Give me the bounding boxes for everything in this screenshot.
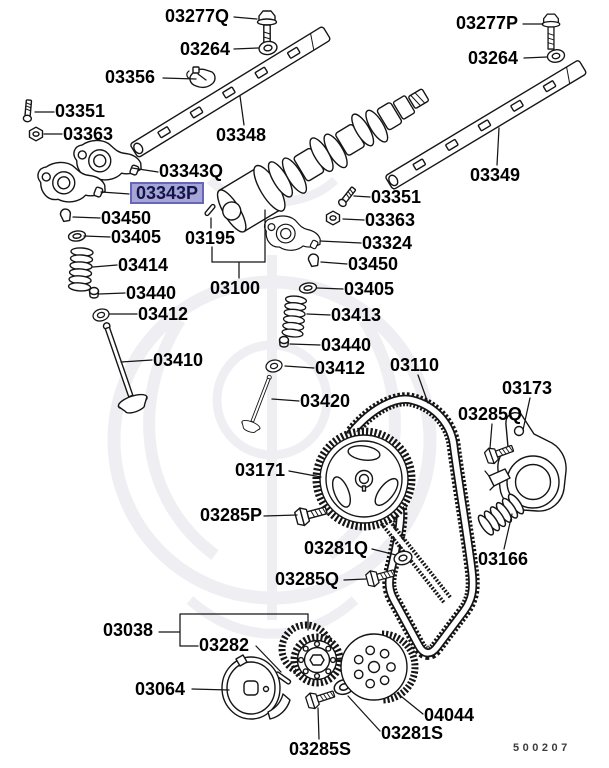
part-label-03440-left[interactable]: 03440 [126,283,177,303]
part-label-03195-center[interactable]: 03195 [185,228,236,248]
nut-03363-left [28,126,44,142]
part-label-03413-right[interactable]: 03413 [331,305,382,325]
part-label-03038-bottom-left[interactable]: 03038 [103,620,154,640]
part-label-03285s-bottom[interactable]: 03285S [289,739,352,759]
part-label-03264-right[interactable]: 03264 [468,48,519,68]
part-label-03100-center[interactable]: 03100 [210,278,261,298]
stud-03351-right [336,185,358,209]
bolt-03285s [304,685,337,711]
watermark-crest [107,176,437,639]
keeper-03450-right [306,252,321,268]
part-label-03349-right[interactable]: 03349 [470,165,521,185]
part-label-03343q-left[interactable]: 03343Q [159,161,224,181]
part-label-03324-right[interactable]: 03324 [362,233,413,253]
bolt-03285p [293,500,330,528]
rocker-arm-rear [259,211,325,258]
part-label-03356-top[interactable]: 03356 [105,67,156,87]
part-label-03420-center[interactable]: 03420 [300,391,351,411]
camshaft-sprocket [312,427,416,531]
valve-spring-left [67,246,94,293]
washer-03264-left [257,39,279,57]
part-label-03410-left[interactable]: 03410 [153,350,204,370]
part-label-03171-center[interactable]: 03171 [235,460,286,480]
part-label-03285q-bottom[interactable]: 03285Q [275,569,340,589]
part-label-03282-bottom[interactable]: 03282 [199,635,250,655]
tensioner-bracket [484,412,567,512]
part-label-03351-right[interactable]: 03351 [371,187,422,207]
part-label-03405-right[interactable]: 03405 [344,279,395,299]
washer-03264-right [545,47,567,65]
stud-03351-left [22,98,34,123]
seal-03412-left [91,306,111,324]
part-label-03363-left[interactable]: 03363 [63,124,114,144]
part-label-03173-right[interactable]: 03173 [502,378,553,398]
retainer-03440-left [88,286,100,299]
part-label-03450-left[interactable]: 03450 [101,208,152,228]
intake-valve [90,317,152,418]
nut-03363-right [325,210,341,226]
drawing-number: 500207 [513,742,571,754]
sensor-plate [221,654,291,720]
part-label-03440-right[interactable]: 03440 [321,335,372,355]
part-label-03277p-top-right[interactable]: 03277P [456,13,519,33]
camshaft [216,88,429,233]
part-label-04044-bottom[interactable]: 04044 [424,705,475,725]
part-label-03405-left[interactable]: 03405 [111,227,162,247]
cam-cap-03356 [186,66,216,89]
part-label-03281s-bottom[interactable]: 03281S [381,723,444,743]
part-label-03277q-top-left[interactable]: 03277Q [165,6,230,26]
crankshaft-sprocket [278,621,344,687]
part-label-03450-right[interactable]: 03450 [348,254,399,274]
callout-lines [34,16,548,740]
part-label-03348-center[interactable]: 03348 [216,125,267,145]
bolt-03277p [541,13,561,50]
keeper-03450-left [58,207,73,223]
part-label-03414-left[interactable]: 03414 [118,255,169,275]
part-label-03110-right[interactable]: 03110 [390,355,440,375]
part-label-03343p-left[interactable]: 03343P [130,182,205,204]
part-label-03064-bottom[interactable]: 03064 [135,679,186,699]
part-label-03285p-center[interactable]: 03285P [200,505,263,525]
part-label-03412-right[interactable]: 03412 [315,358,366,378]
part-label-03363-right[interactable]: 03363 [365,210,416,230]
part-label-03166-right[interactable]: 03166 [478,549,529,569]
part-label-03281q-center[interactable]: 03281Q [304,538,369,558]
part-label-03351-left[interactable]: 03351 [55,101,106,121]
part-label-03285q-right[interactable]: 03285Q [458,404,523,424]
part-label-03412-left[interactable]: 03412 [138,304,189,324]
balance-shaft-sprocket [340,630,419,704]
valve-spring-right [281,294,308,339]
part-label-03264-left[interactable]: 03264 [180,39,231,59]
dowel-pin-03195 [204,203,216,217]
